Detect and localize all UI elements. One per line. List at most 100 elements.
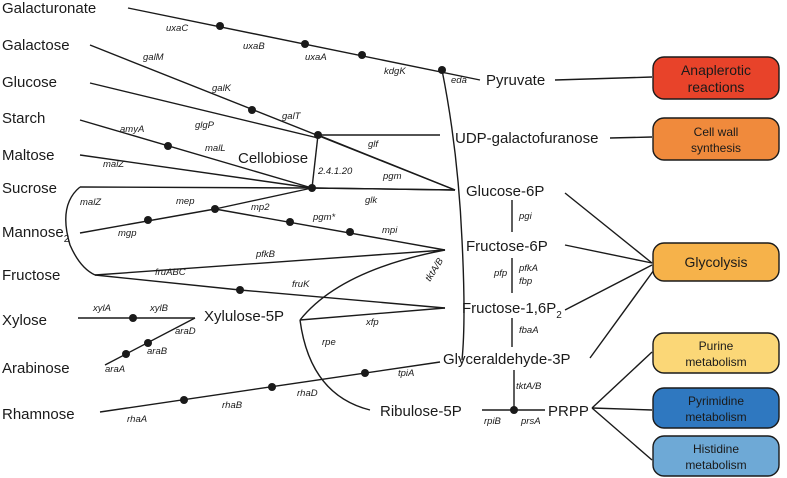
gene-uxaA: uxaA <box>305 52 327 63</box>
gene-rpiB: rpiB <box>484 416 502 427</box>
label-xylose: Xylose <box>2 312 47 329</box>
dot-uxaC <box>216 22 224 30</box>
gene-pfp: pfp <box>493 268 507 279</box>
gene-malZ: malZ <box>103 159 125 170</box>
gene-glf: glf <box>368 139 379 150</box>
dot-junction <box>314 131 322 139</box>
dot-mep <box>211 205 219 213</box>
outcome-histidine: Histidine metabolism <box>652 435 780 477</box>
label-mannose: Mannose2 <box>2 224 70 245</box>
histidine-line2: metabolism <box>685 458 746 472</box>
gene-kdgK: kdgK <box>384 66 406 77</box>
edge-g3p-glycolysis <box>589 269 655 359</box>
box-pyrimidine <box>652 387 780 429</box>
gene-mgp: mgp <box>118 228 136 239</box>
gene-eda: eda <box>451 75 467 86</box>
anaplerotic-line2: reactions <box>688 79 745 95</box>
dot-prs <box>510 406 518 414</box>
gene-uxaB: uxaB <box>243 41 265 52</box>
gene-xfp: xfp <box>365 317 379 328</box>
gene-uxaC: uxaC <box>166 23 188 34</box>
gene-pgm-star: pgm* <box>312 212 335 223</box>
dot-mgp <box>144 216 152 224</box>
gene-pfkB: pfkB <box>255 249 276 260</box>
label-maltose: Maltose <box>2 147 55 164</box>
metabolite-labels: Galacturonate Galactose Glucose Starch M… <box>2 0 598 423</box>
edge-fructose-fructose6p <box>94 249 446 276</box>
label-glyceraldehyde3p: Glyceraldehyde-3P <box>443 351 571 368</box>
dot-kdgK <box>438 66 446 74</box>
label-sucrose: Sucrose <box>2 180 57 197</box>
gene-araA: araA <box>105 364 125 375</box>
edge-udp-junction-g6p <box>317 134 456 191</box>
purine-line1: Purine <box>699 339 734 353</box>
gene-mp2: mp2 <box>251 202 270 213</box>
gene-tpiA: tpiA <box>398 368 414 379</box>
dot-node-2-4-1-20 <box>308 184 316 192</box>
label-glucose6p: Glucose-6P <box>466 183 544 200</box>
outcome-cellwall: Cell wall synthesis <box>652 117 780 161</box>
label-prpp: PRPP <box>548 403 589 420</box>
label-arabinose: Arabinose <box>2 360 70 377</box>
gene-araD: araD <box>175 326 196 337</box>
edge-pyruvate-anaplerotic <box>554 76 653 81</box>
dot-uxaA <box>358 51 366 59</box>
gene-pfkA: pfkA <box>518 263 538 274</box>
label-fructose16p: Fructose-1,6P2 <box>462 300 562 321</box>
gene-ec: 2.4.1.20 <box>317 166 353 177</box>
edge-f16p-glycolysis <box>564 264 653 311</box>
gene-fruABC: fruABC <box>155 267 186 278</box>
edge-sucrose-node <box>79 186 313 189</box>
pyrimidine-line1: Pyrimidine <box>688 394 744 408</box>
edge-xylulose-ribulose <box>299 319 371 411</box>
label-fructose: Fructose <box>2 267 60 284</box>
dot-rhaA <box>180 396 188 404</box>
label-galacturonate: Galacturonate <box>2 0 96 17</box>
dot-rhaB <box>268 383 276 391</box>
box-glycolysis <box>652 242 780 282</box>
edge-sucrose-fructose-curve <box>65 186 96 276</box>
box-purine <box>652 332 780 374</box>
edge-prpp-pyrimidine <box>591 407 653 411</box>
outcome-anaplerotic: Anaplerotic reactions <box>652 56 780 100</box>
gene-fbp: fbp <box>519 276 532 287</box>
gene-fruK: fruK <box>292 279 310 290</box>
edge-udpgal-cellwall <box>609 136 653 139</box>
edge-fructose-fructose16p <box>94 274 241 291</box>
edge-node-glucose6p-glk <box>311 187 456 191</box>
gene-xylA: xylA <box>92 303 111 314</box>
gene-pgi: pgi <box>518 211 533 222</box>
edge-main-spine <box>441 69 465 361</box>
label-rhamnose: Rhamnose <box>2 406 75 423</box>
label-cellobiose: Cellobiose <box>238 150 308 167</box>
anaplerotic-line1: Anaplerotic <box>681 62 751 78</box>
cellwall-line2: synthesis <box>691 141 741 155</box>
edge-xylulose-fructose16p <box>299 307 446 321</box>
pyrimidine-line2: metabolism <box>685 410 746 424</box>
dot-araA <box>122 350 130 358</box>
dot-araB <box>144 339 152 347</box>
dot-pgm-star <box>286 218 294 226</box>
edge-mep-mp2 <box>214 208 446 251</box>
reaction-dots <box>122 22 518 414</box>
edge-glucose-junction <box>89 82 319 139</box>
pathway-edges <box>65 7 655 461</box>
cellwall-line1: Cell wall <box>694 125 739 139</box>
gene-malZ2: malZ <box>80 197 102 208</box>
edge-prpp-histidine <box>591 407 653 461</box>
dot-glgP <box>164 142 172 150</box>
dot-fruK <box>236 286 244 294</box>
edge-node-junction <box>311 134 319 189</box>
label-pyruvate: Pyruvate <box>486 72 545 89</box>
gene-rhaD: rhaD <box>297 388 318 399</box>
gene-mep: mep <box>176 196 194 207</box>
label-glucose: Glucose <box>2 74 57 91</box>
dot-xylB <box>129 314 137 322</box>
glycolysis-label: Glycolysis <box>684 254 747 270</box>
gene-fbaA: fbaA <box>519 325 539 336</box>
label-fructose6p: Fructose-6P <box>466 238 548 255</box>
edge-f6p-glycolysis <box>564 244 653 264</box>
purine-line2: metabolism <box>685 355 746 369</box>
outcome-glycolysis: Glycolysis <box>652 242 780 282</box>
gene-malL: malL <box>205 143 226 154</box>
